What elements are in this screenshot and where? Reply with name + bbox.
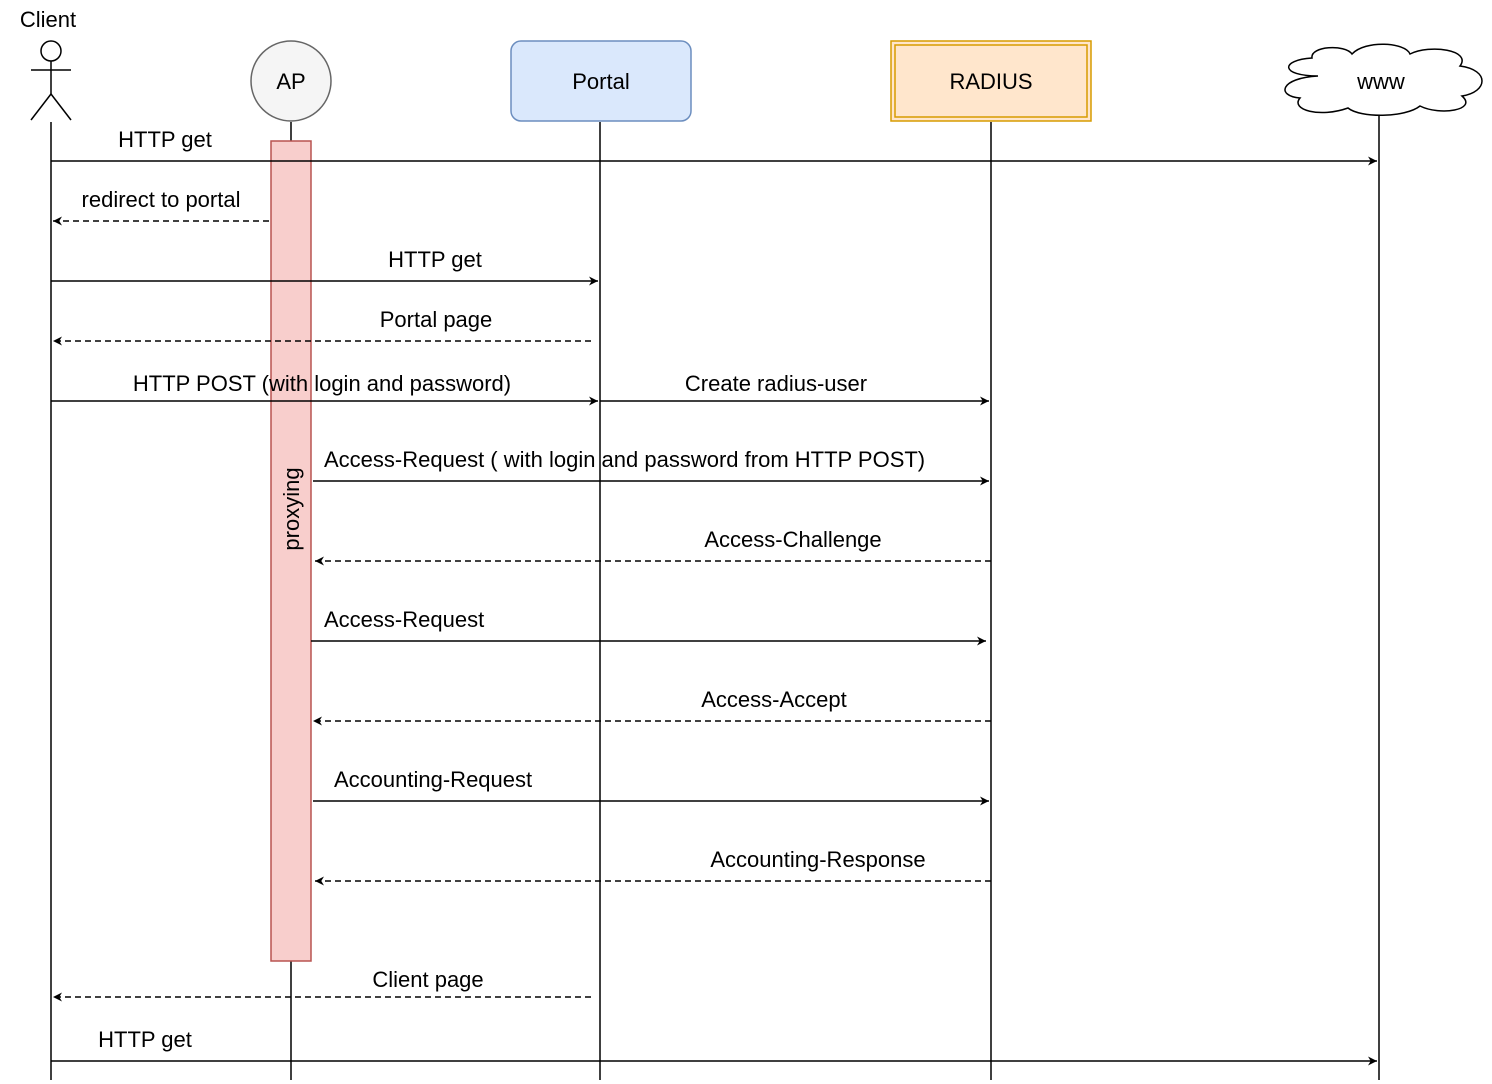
ap-participant: AP [250,40,332,122]
message: Portal page [53,307,591,346]
message: Accounting-Response [315,847,991,886]
portal-box [510,40,692,122]
message-label: Client page [372,967,483,992]
message-label: Access-Request ( with login and password… [324,447,925,472]
radius-box-inner [894,44,1088,118]
activation-label: proxying [279,467,304,550]
radius-box-outer [890,40,1092,122]
message-label: Accounting-Request [334,767,532,792]
message: HTTP POST (with login and password) [51,371,598,406]
message: HTTP get [51,1027,1377,1066]
message: HTTP get [51,247,598,286]
cloud-icon [1284,43,1483,116]
message-label: HTTP get [388,247,482,272]
message-label: Access-Challenge [704,527,881,552]
message-label: redirect to portal [82,187,241,212]
message-label: Access-Accept [701,687,847,712]
message: HTTP get [51,127,1377,166]
ap-activation: proxying [270,140,312,962]
message-label: Portal page [380,307,493,332]
message: Access-Request ( with login and password… [313,447,989,486]
message-label: Accounting-Response [710,847,925,872]
stick-figure-icon [30,40,72,121]
client-actor: Client [20,7,76,121]
www-participant: www [1284,43,1483,116]
message: Accounting-Request [313,767,989,806]
radius-label: RADIUS [949,69,1032,94]
ap-label: AP [276,69,305,94]
message: Access-Request [311,607,986,646]
activation-bar [270,140,312,962]
ap-circle [250,40,332,122]
message-label: HTTP get [118,127,212,152]
message-label: HTTP POST (with login and password) [133,371,511,396]
message-label: HTTP get [98,1027,192,1052]
portal-label: Portal [572,69,629,94]
message-label: Create radius-user [685,371,867,396]
message-label: Access-Request [324,607,484,632]
message: Client page [53,967,591,1002]
message: Access-Challenge [315,527,991,566]
message: Create radius-user [600,371,989,406]
www-label: www [1356,69,1405,94]
message: Access-Accept [313,687,991,726]
message: redirect to portal [53,187,269,226]
radius-participant: RADIUS [890,40,1092,122]
client-label: Client [20,7,76,32]
portal-participant: Portal [510,40,692,122]
